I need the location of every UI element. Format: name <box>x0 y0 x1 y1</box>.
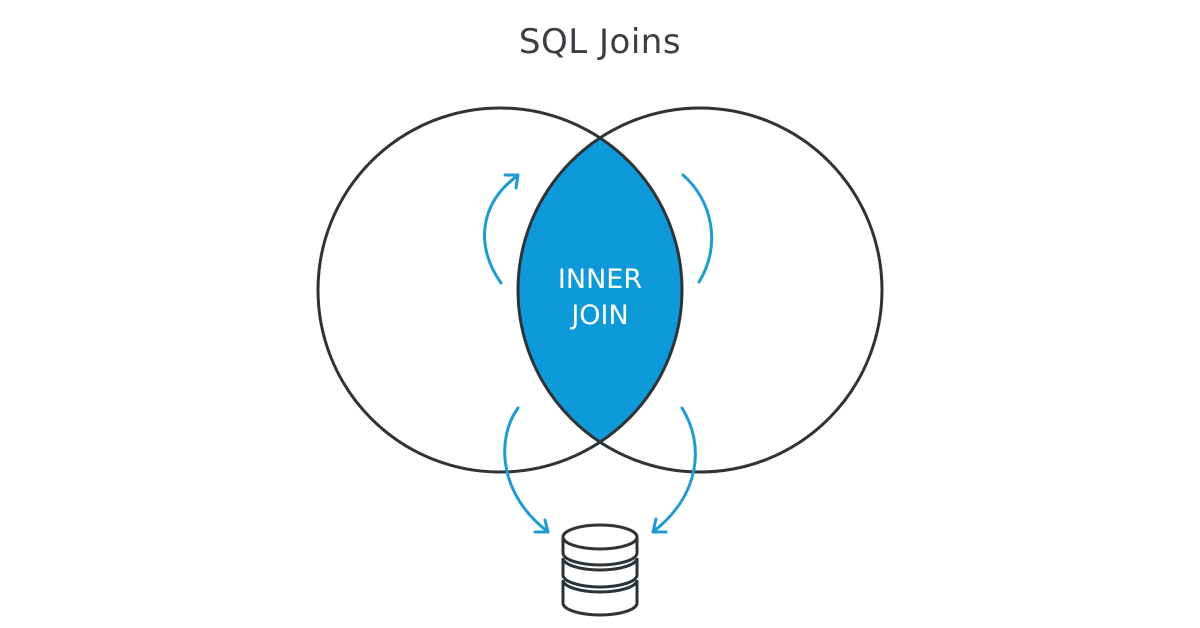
inner-join-label-line1: INNER <box>558 264 642 295</box>
inner-join-region <box>518 108 682 472</box>
curved-arrow-up-left-icon <box>483 173 520 285</box>
curved-arrow-down-left-icon <box>503 406 550 534</box>
database-icon <box>561 523 639 617</box>
left-table-circle <box>316 106 684 474</box>
curved-arrow-down-right-icon <box>651 406 697 534</box>
curved-arc-right-icon <box>681 173 714 284</box>
diagram-title: SQL Joins <box>518 22 682 62</box>
inner-join-label-line2: JOIN <box>569 300 628 331</box>
right-table-circle <box>516 106 884 474</box>
